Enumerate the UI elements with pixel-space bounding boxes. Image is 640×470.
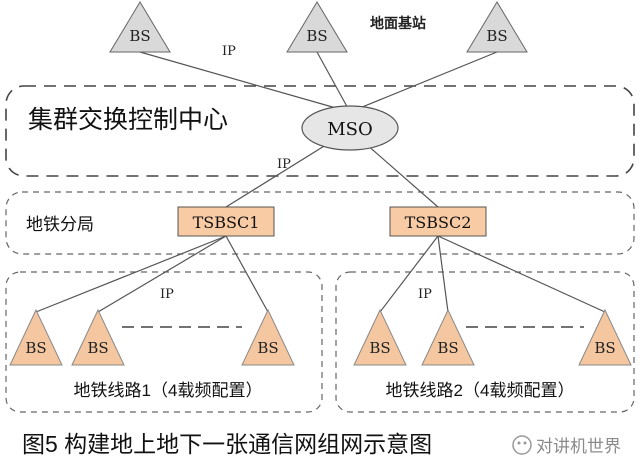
ground-bs-1 — [109, 1, 171, 53]
line2-box — [335, 271, 635, 413]
line1-bs-2-label: BS — [87, 339, 108, 357]
ground-bs-3-label: BS — [486, 27, 507, 45]
link-tsbsc2-bs3 — [437, 235, 606, 313]
tsbsc2-node — [389, 206, 487, 237]
wechat-icon-dot-2 — [523, 441, 527, 445]
control-center-label: 集群交换控制中心 — [28, 106, 228, 134]
link-tsbsc2-bs1 — [379, 235, 439, 313]
line1-label: 地铁线路1（4载频配置） — [74, 381, 263, 400]
bureau-label: 地铁分局 — [26, 215, 94, 234]
line2-bs-1-label: BS — [369, 339, 390, 357]
mso-label: MSO — [327, 119, 373, 140]
ground-bs-3 — [466, 1, 528, 53]
figure-caption: 图5 构建地上地下一张通信网组网示意图 — [22, 431, 432, 457]
link-bs2-mso — [316, 51, 351, 113]
wechat-icon-dot — [517, 441, 521, 445]
ground-bs-2 — [286, 1, 348, 53]
control-center-box — [5, 85, 635, 177]
tsbsc2-label: TSBSC2 — [405, 213, 472, 232]
line2-bs-2 — [421, 308, 475, 366]
line1-bs-3-label: BS — [257, 339, 278, 357]
mso-node — [301, 105, 399, 151]
tsbsc1-node — [177, 206, 275, 237]
ip-label-line1: IP — [160, 287, 174, 302]
ip-label-mid: IP — [277, 157, 291, 172]
link-tsbsc1-bs3 — [225, 235, 269, 313]
line1-bs-1 — [9, 308, 63, 366]
watermark-text: 对讲机世界 — [536, 437, 621, 456]
line2-label: 地铁线路2（4载频配置） — [386, 381, 575, 400]
link-tsbsc2-bs2 — [437, 235, 449, 313]
ip-label-top: IP — [222, 44, 236, 59]
line2-bs-1 — [353, 308, 407, 366]
link-bs1-mso — [139, 51, 351, 113]
line1-bs-2 — [71, 308, 125, 366]
ground-stations-label: 地面基站 — [370, 15, 426, 31]
line2-bs-3 — [578, 308, 632, 366]
line2-bs-3-label: BS — [594, 339, 615, 357]
bureau-box — [5, 191, 635, 255]
line2-bs-2-label: BS — [437, 339, 458, 357]
wechat-icon — [512, 435, 532, 455]
link-tsbsc1-bs1 — [35, 235, 227, 313]
ground-bs-1-label: BS — [129, 27, 150, 45]
connection-lines — [35, 51, 606, 313]
watermark: 对讲机世界 — [512, 435, 621, 456]
link-bs3-mso — [349, 51, 498, 113]
tsbsc1-label: TSBSC1 — [193, 213, 260, 232]
ground-bs-2-label: BS — [306, 27, 327, 45]
line1-bs-3 — [241, 308, 295, 366]
line1-box — [5, 271, 323, 413]
link-tsbsc1-bs2 — [97, 235, 227, 313]
ip-label-line2: IP — [418, 287, 432, 302]
line1-bs-1-label: BS — [25, 339, 46, 357]
